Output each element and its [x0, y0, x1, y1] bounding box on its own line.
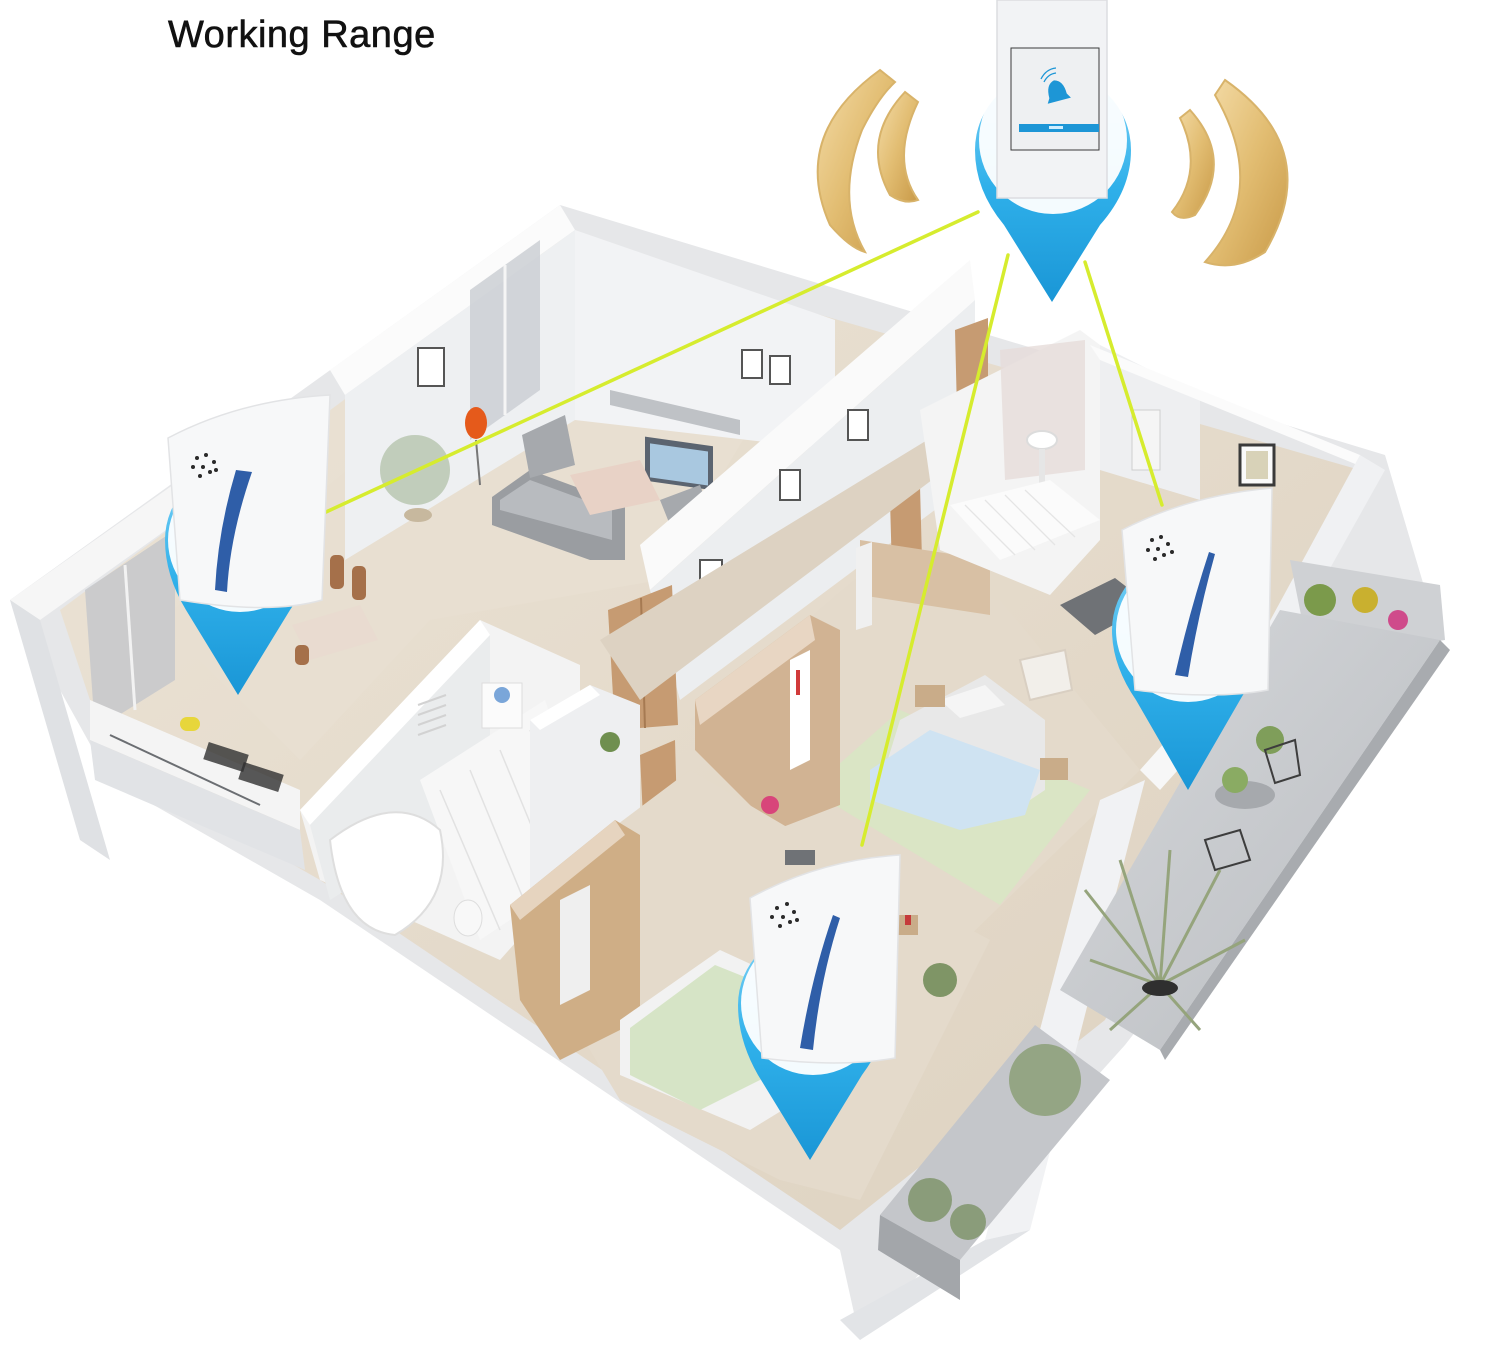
balcony [878, 560, 1450, 1300]
hallway [600, 260, 988, 860]
receiver-chime-device [167, 394, 331, 609]
wave-arc-left-inner [877, 90, 920, 203]
speaker-holes-icon [1146, 535, 1174, 561]
palm-plant-icon [1083, 849, 1246, 1032]
speaker-holes-icon [191, 453, 218, 478]
wave-arc-left-outer [816, 68, 897, 254]
wave-arc-right-inner [1170, 108, 1215, 219]
receiver-living-room[interactable] [165, 394, 331, 695]
signal-lines [324, 210, 1164, 847]
kitchen [10, 480, 305, 870]
wave-arc-right-outer [1203, 78, 1289, 267]
signal-line-balcony [1083, 260, 1164, 507]
receiver-small-bedroom[interactable] [738, 854, 901, 1160]
page-title: Working Range [168, 14, 436, 57]
transmitter-group[interactable] [975, 0, 1131, 302]
wireless-waves [816, 60, 1289, 267]
master-bedroom [600, 540, 1140, 945]
signal-line-living-room [324, 210, 980, 514]
receiver-balcony[interactable] [1112, 487, 1273, 790]
signal-line-main-bedroom [860, 253, 1010, 847]
bell-wireless-icon [1040, 67, 1071, 104]
speaker-holes-icon [770, 902, 799, 928]
